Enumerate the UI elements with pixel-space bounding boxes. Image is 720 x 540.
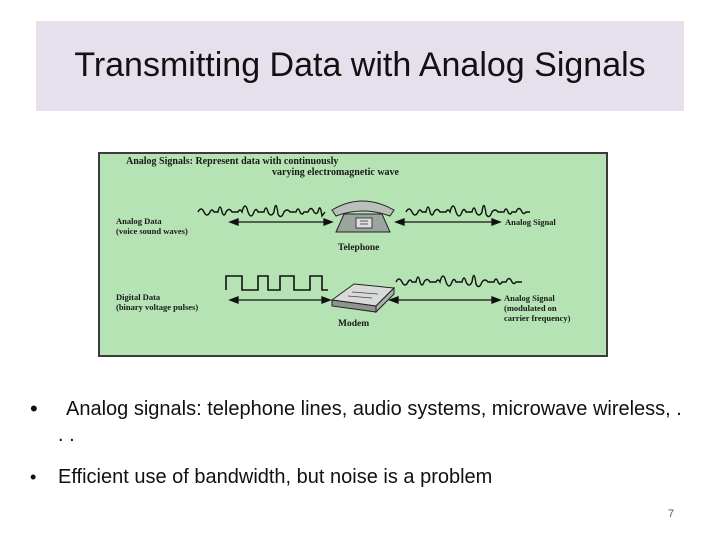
page-number: 7 xyxy=(668,508,674,520)
bullet-item: • Efficient use of bandwidth, but noise … xyxy=(30,464,690,490)
analog-signal-label: Analog Signal xyxy=(505,217,556,227)
analog-signals-figure: Analog Signals: Represent data with cont… xyxy=(98,152,608,357)
arrow-analog-data xyxy=(230,219,332,225)
figure-heading-line2: varying electromagnetic wave xyxy=(272,167,400,178)
modulated-wave xyxy=(396,275,522,286)
bullet-dot: • xyxy=(30,396,38,422)
analog-data-label: Analog Data xyxy=(116,216,162,226)
arrow-digital-data xyxy=(230,297,330,303)
analog-data-sublabel: (voice sound waves) xyxy=(116,226,188,236)
modulated-signal-sublabel1: (modulated on xyxy=(504,303,557,313)
digital-square-wave xyxy=(226,276,328,290)
modulated-signal-sublabel2: carrier frequency) xyxy=(504,313,571,323)
figure-heading-line1: Analog Signals: Represent data with cont… xyxy=(126,156,338,167)
arrow-analog-signal xyxy=(396,219,500,225)
telephone-label: Telephone xyxy=(338,243,379,253)
bullet-text: Efficient use of bandwidth, but noise is… xyxy=(58,466,492,488)
arrow-modulated-signal xyxy=(390,297,500,303)
bullet-text: Analog signals: telephone lines, audio s… xyxy=(58,398,682,446)
voice-wave-left xyxy=(198,205,325,216)
page-title: Transmitting Data with Analog Signals xyxy=(0,46,720,85)
digital-data-sublabel: (binary voltage pulses) xyxy=(116,302,198,312)
telephone-icon xyxy=(332,201,394,232)
modem-label: Modem xyxy=(338,319,369,329)
digital-data-label: Digital Data xyxy=(116,292,161,302)
voice-wave-right xyxy=(406,205,530,216)
bullet-list: • Analog signals: telephone lines, audio… xyxy=(30,396,690,490)
bullet-dot: • xyxy=(30,464,36,490)
bullet-item: • Analog signals: telephone lines, audio… xyxy=(30,396,690,448)
modulated-signal-label: Analog Signal xyxy=(504,293,555,303)
figure-diagram: Analog Signals: Represent data with cont… xyxy=(100,154,606,355)
modem-icon xyxy=(332,284,394,312)
